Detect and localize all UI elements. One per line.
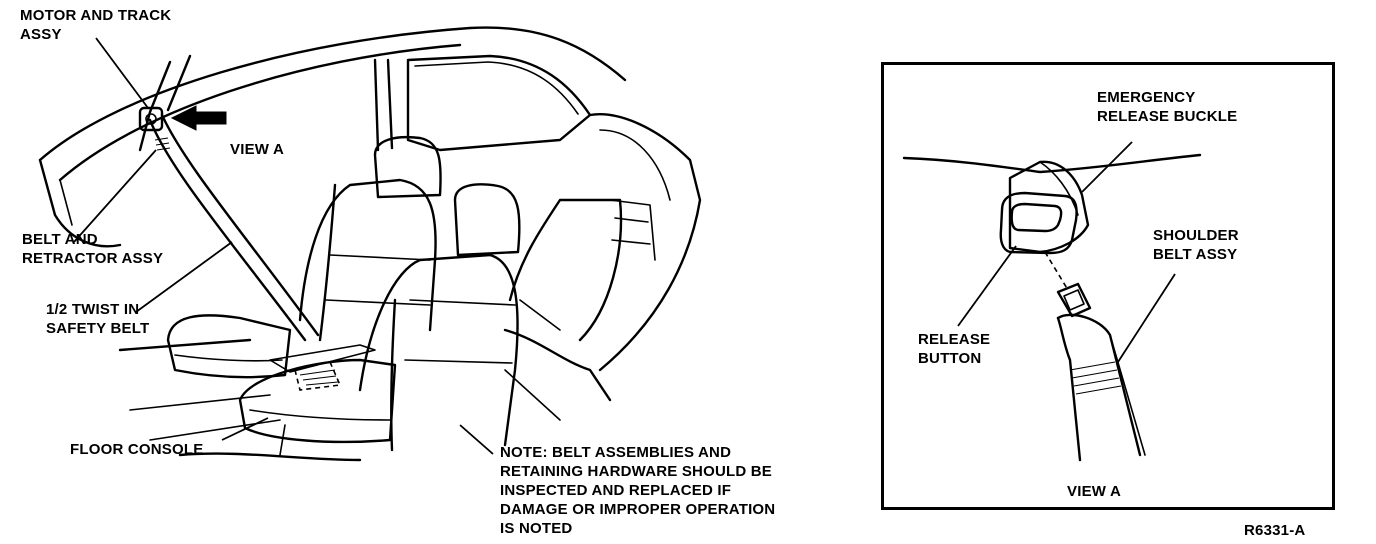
label-line: 1/2 TWIST IN — [46, 301, 140, 318]
label-line: RELEASE — [918, 331, 991, 348]
label-line: R6331-A — [1244, 522, 1306, 539]
note-line: IS NOTED — [500, 520, 573, 537]
label-line: FLOOR CONSOLE — [70, 441, 204, 458]
label-line: ASSY — [20, 26, 62, 43]
label-motor-and-track-assy: MOTOR AND TRACK ASSY — [20, 6, 171, 44]
car-interior-illustration — [38, 26, 702, 462]
label-shoulder-belt-assy: SHOULDER BELT ASSY — [1153, 226, 1239, 264]
note-line: NOTE: BELT ASSEMBLIES AND — [500, 444, 732, 461]
label-release-button: RELEASE BUTTON — [918, 330, 990, 368]
view-a-inset-frame — [881, 62, 1335, 510]
view-a-inset-illustration — [902, 141, 1202, 462]
label-line: MOTOR AND TRACK — [20, 7, 172, 24]
note-line: DAMAGE OR IMPROPER OPERATION — [500, 501, 776, 518]
note-text: NOTE: BELT ASSEMBLIES AND RETAINING HARD… — [500, 443, 775, 538]
label-floor-console: FLOOR CONSOLE — [70, 440, 203, 459]
label-line: BUTTON — [918, 350, 982, 367]
label-half-twist-in-safety-belt: 1/2 TWIST IN SAFETY BELT — [46, 300, 149, 338]
label-line: VIEW A — [1067, 483, 1121, 500]
label-line: BELT ASSY — [1153, 246, 1238, 263]
label-line: RETRACTOR ASSY — [22, 250, 164, 267]
note-line: RETAINING HARDWARE SHOULD BE — [500, 463, 772, 480]
label-line: BELT AND — [22, 231, 98, 248]
note-line: INSPECTED AND REPLACED IF — [500, 482, 732, 499]
label-view-a-inset: VIEW A — [1067, 482, 1121, 501]
label-belt-and-retractor-assy: BELT AND RETRACTOR ASSY — [22, 230, 163, 268]
label-emergency-release-buckle: EMERGENCY RELEASE BUCKLE — [1097, 88, 1237, 126]
label-line: SHOULDER — [1153, 227, 1239, 244]
label-line: RELEASE BUCKLE — [1097, 108, 1238, 125]
label-view-a-main: VIEW A — [230, 140, 284, 159]
label-line: VIEW A — [230, 141, 284, 158]
label-line: SAFETY BELT — [46, 320, 150, 337]
label-line: EMERGENCY — [1097, 89, 1196, 106]
figure-code: R6331-A — [1244, 521, 1305, 540]
